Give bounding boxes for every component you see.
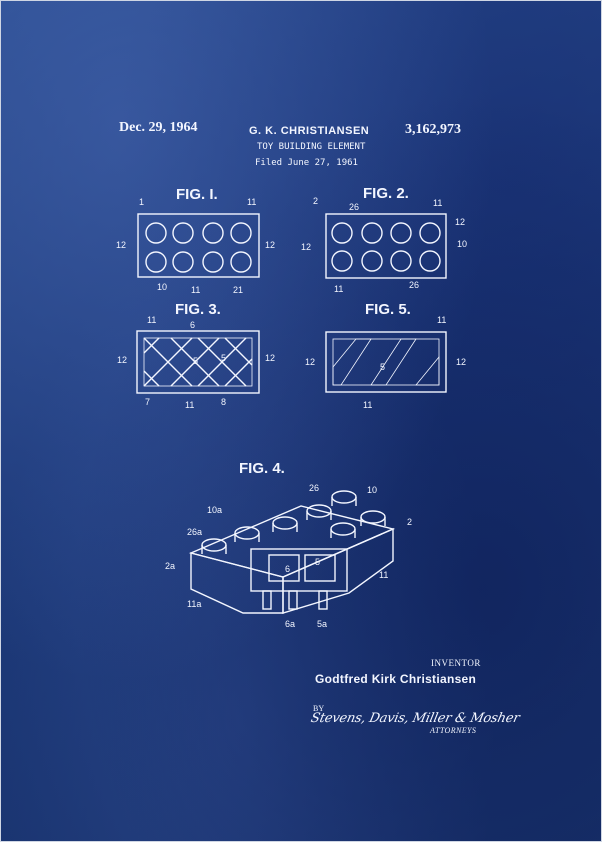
figure-2-label: 11 (334, 284, 343, 294)
figure-4-label: 5a (317, 619, 327, 629)
figure-1-label: 21 (233, 285, 243, 295)
figure-4-label: 26 (309, 483, 319, 493)
figure-1-label: 11 (191, 285, 200, 295)
figure-4-label: 11 (379, 570, 388, 580)
figure-4-label: 2a (165, 561, 175, 571)
figure-3-label: 8 (221, 397, 226, 407)
figure-2-label: 11 (433, 198, 442, 208)
patent-filed-date: Filed June 27, 1961 (255, 158, 358, 168)
inventor-name: Godtfred Kirk Christiansen (315, 672, 477, 686)
figure-4-label: 2 (407, 517, 412, 527)
figure-1-label: 11 (247, 197, 256, 207)
patent-title: TOY BUILDING ELEMENT (257, 142, 366, 152)
figure-4-label: 6 (285, 564, 290, 574)
figure-3-title: FIG. 3. (175, 301, 221, 318)
figure-5-label: 5 (380, 362, 385, 372)
figure-4-label: 10 (367, 485, 377, 495)
figure-2-studs (331, 222, 441, 272)
figure-3-label: 5 (221, 353, 226, 363)
figure-4-label: 11a (187, 599, 201, 609)
figure-2-label: 12 (455, 217, 465, 227)
figure-5: FIG. 5. 11 5 12 12 11 (305, 301, 466, 410)
figure-1-studs (145, 222, 252, 273)
figure-2-label: 26 (349, 202, 359, 212)
figure-5-label: 11 (437, 315, 446, 325)
figure-4-label: 26a (187, 527, 202, 537)
figure-4-label: 5 (315, 557, 320, 567)
figure-1-title: FIG. I. (176, 186, 218, 203)
figure-3-label: 7 (145, 397, 150, 407)
figure-3: FIG. 3. 11 6 5 5 12 12 7 11 (117, 301, 275, 410)
figure-2-label: 2 (313, 196, 318, 206)
figure-2: FIG. 2. 2 26 11 12 10 12 11 26 (301, 185, 467, 294)
figure-2-label: 10 (457, 239, 467, 249)
figure-5-label: 11 (363, 400, 372, 410)
figure-3-label: 12 (265, 353, 275, 363)
figure-5-label: 12 (305, 357, 315, 367)
attorneys-signature: Stevens, Davis, Miller & Mosher (309, 711, 521, 726)
by-label: BY (313, 704, 325, 713)
figure-5-label: 12 (456, 357, 466, 367)
figure-1-label: 1 (139, 197, 144, 207)
figure-1-label: 10 (157, 282, 167, 292)
figure-3-lattice (143, 337, 253, 387)
patent-date: Dec. 29, 1964 (119, 120, 198, 135)
figure-3-label: 5 (193, 356, 198, 366)
figure-4: FIG. 4. 26 10 (165, 460, 412, 629)
figure-1-label: 12 (265, 240, 275, 250)
figure-2-label: 26 (409, 280, 419, 290)
figure-3-label: 11 (185, 400, 194, 410)
figure-3-label: 6 (190, 320, 195, 330)
patent-number: 3,162,973 (405, 122, 461, 137)
figure-4-studs (201, 490, 386, 554)
inventor-label: INVENTOR (431, 658, 481, 668)
figure-4-label: 10a (207, 505, 222, 515)
patent-inventor-header: G. K. CHRISTIANSEN (249, 125, 370, 137)
figure-4-title: FIG. 4. (239, 460, 285, 477)
figure-5-title: FIG. 5. (365, 301, 411, 318)
figure-1-label: 12 (116, 240, 126, 250)
figure-3-label: 12 (117, 355, 127, 365)
figure-2-label: 12 (301, 242, 311, 252)
figure-2-title: FIG. 2. (363, 185, 409, 202)
figure-3-label: 11 (147, 315, 156, 325)
figure-1: FIG. I. 1 11 12 12 10 11 21 (116, 186, 275, 295)
figure-4-label: 6a (285, 619, 295, 629)
attorneys-label: ATTORNEYS (430, 726, 477, 735)
